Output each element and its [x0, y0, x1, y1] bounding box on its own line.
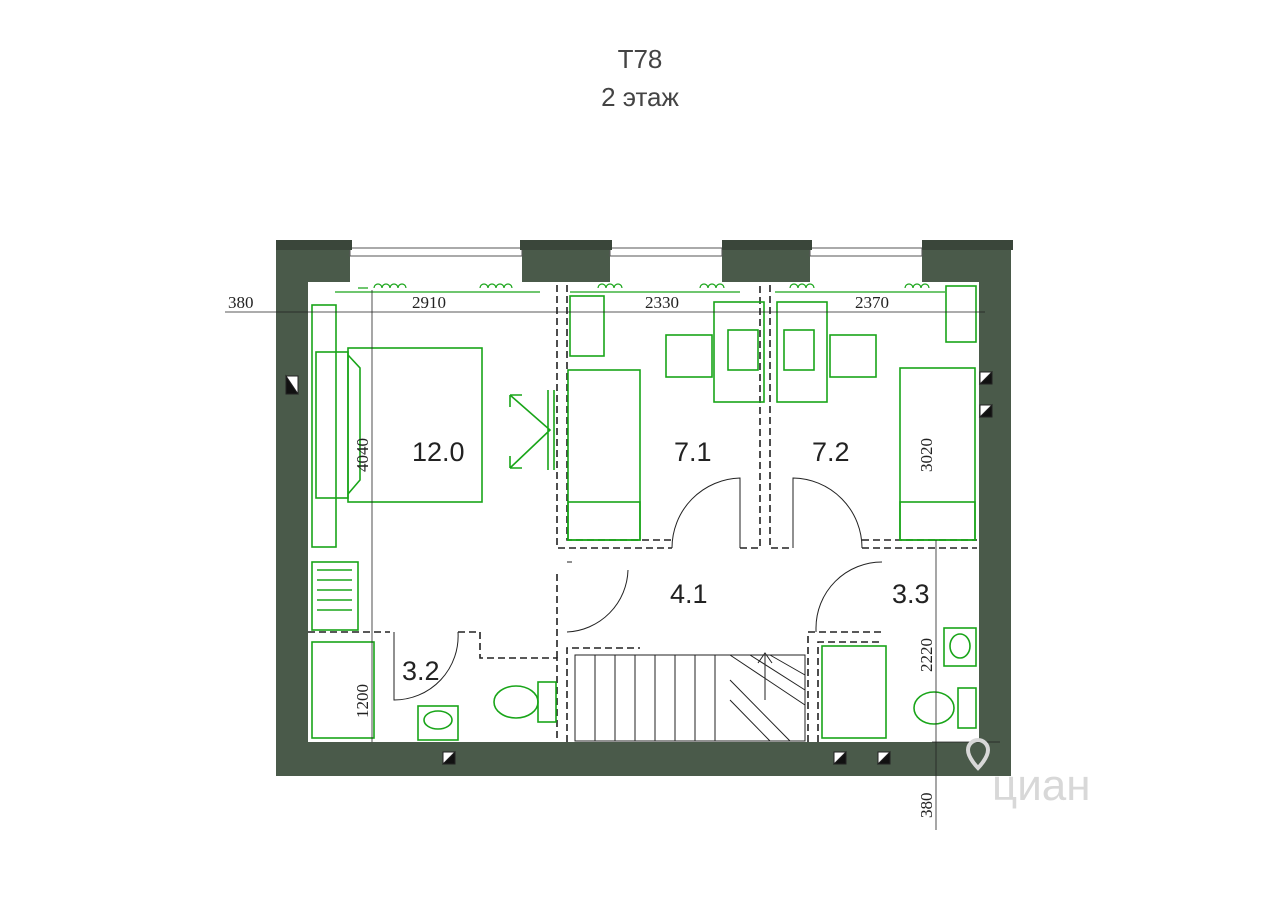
- dim-room1-width: 2910: [412, 293, 446, 312]
- dim-bath-left: 1200: [353, 684, 372, 718]
- sink-left: [417, 705, 459, 741]
- desk-1: [713, 301, 765, 403]
- room-area-7-1: 7.1: [674, 437, 712, 467]
- toilet-right: [913, 691, 955, 725]
- floor-subtitle: 2 этаж: [601, 82, 679, 112]
- dim-left-wall: 380: [228, 293, 254, 312]
- walls: [276, 240, 1013, 776]
- dim-room3-width: 2370: [855, 293, 889, 312]
- shower-left: [311, 641, 375, 739]
- tv: [509, 390, 555, 470]
- furniture: [311, 285, 977, 741]
- watermark-text: циан: [992, 761, 1091, 810]
- room-area-4-1: 4.1: [670, 579, 708, 609]
- room-area-3-2: 3.2: [402, 656, 440, 686]
- room-area-7-2: 7.2: [812, 437, 850, 467]
- shower-right: [821, 645, 887, 739]
- shelf-left: [311, 561, 359, 631]
- location-pin-icon: [965, 738, 991, 771]
- room-area-12-0: 12.0: [412, 437, 465, 467]
- dim-room3-depth: 3020: [917, 438, 936, 472]
- dim-room2-width: 2330: [645, 293, 679, 312]
- desk-2: [776, 301, 828, 403]
- staircase: [574, 652, 806, 742]
- doors: [393, 477, 883, 701]
- room-area-3-3: 3.3: [892, 579, 930, 609]
- dim-bottom-wall: 380: [917, 793, 936, 819]
- sink-right: [943, 627, 977, 667]
- wardrobe-left: [311, 304, 337, 548]
- dimension-lines: [225, 290, 1000, 830]
- plan-title: T78: [617, 44, 663, 74]
- curtains: [335, 283, 945, 293]
- watermark: циан: [965, 738, 1091, 810]
- vent-markers: [285, 370, 993, 765]
- dim-room1-depth: 4040: [353, 438, 372, 472]
- dim-bath-right: 2220: [917, 638, 936, 672]
